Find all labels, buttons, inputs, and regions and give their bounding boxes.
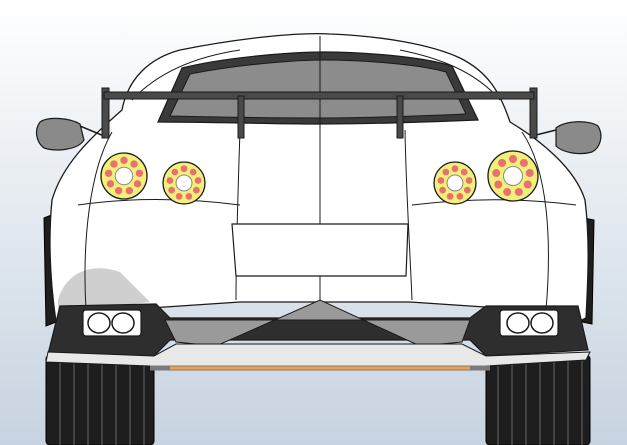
taillight-dot <box>446 193 454 200</box>
taillight-dot <box>168 186 175 194</box>
taillight-dot <box>194 177 202 184</box>
diffuser-center-panel <box>164 299 471 347</box>
taillight-right-inner <box>433 161 477 205</box>
taillight-dot <box>135 169 144 177</box>
taillight-dot <box>464 186 471 194</box>
taillight-dot <box>494 180 503 189</box>
taillight-dot <box>120 156 128 165</box>
taillight-dot <box>451 165 459 173</box>
taillight-dot <box>166 177 174 184</box>
taillight-dot <box>465 177 473 184</box>
taillight-center <box>175 174 193 192</box>
rear-spoiler <box>101 87 538 139</box>
taillight-dot <box>525 169 534 178</box>
taillight-dot <box>193 186 200 194</box>
taillight-dot <box>503 187 512 196</box>
taillight-dot <box>185 193 193 200</box>
taillight-dot <box>460 168 468 176</box>
taillight-dot <box>514 187 523 196</box>
taillight-dot <box>498 158 507 167</box>
taillight-dot <box>114 187 123 195</box>
side-mirror-left <box>35 117 105 151</box>
taillight-dot <box>125 187 134 195</box>
license-plate-recess <box>231 223 409 277</box>
exhaust-left <box>82 309 142 337</box>
exhaust-right <box>499 309 559 337</box>
taillight-dot <box>133 180 142 188</box>
taillight-dot <box>492 169 501 178</box>
taillight-dot <box>509 155 517 163</box>
taillight-left-outer <box>100 152 148 200</box>
taillight-dot <box>519 158 528 167</box>
taillight-center <box>503 166 523 186</box>
tire-right <box>485 354 591 445</box>
taillight-dot <box>180 165 188 173</box>
taillight-dot <box>189 168 197 176</box>
taillight-dot <box>106 180 115 188</box>
taillight-center <box>446 174 464 192</box>
taillight-dot <box>110 160 118 168</box>
taillight-center <box>114 166 134 186</box>
taillight-dot <box>439 186 446 194</box>
taillight-right-outer <box>487 150 539 202</box>
taillight-dot <box>437 177 445 184</box>
taillight-dot <box>130 160 138 168</box>
taillight-dot <box>523 180 532 189</box>
taillight-dot <box>442 168 450 176</box>
taillight-left-inner <box>162 161 206 205</box>
taillight-dot <box>171 168 179 176</box>
tire-left <box>45 354 155 445</box>
taillight-dot <box>456 193 464 200</box>
body-panel-lines <box>77 36 577 311</box>
taillight-dot <box>175 193 183 200</box>
taillight-dot <box>104 169 113 177</box>
